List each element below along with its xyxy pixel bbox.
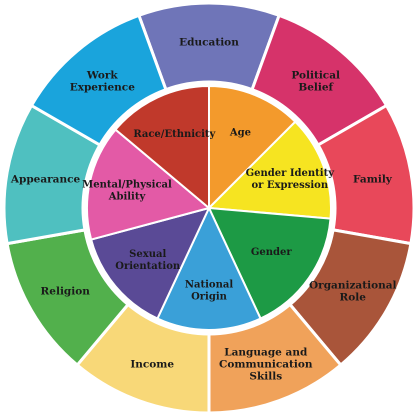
inner-segment-gender [207, 206, 332, 320]
outer-label-family: Family [353, 174, 393, 186]
outer-label-income: Income [130, 358, 174, 370]
inner-segment-gender-identity-or-expression [206, 120, 332, 220]
inner-segment-sexual-orientation [89, 206, 211, 320]
inner-label-age: Age [229, 128, 251, 139]
inner-label-race-ethnicity: Race/Ethnicity [133, 129, 216, 140]
inner-segment-age [208, 84, 297, 211]
inner-segment-race-ethnicity [114, 84, 210, 211]
outer-label-education: Education [179, 37, 239, 49]
outer-label-appearance: Appearance [10, 174, 81, 186]
inner-segment-national-origin [156, 205, 262, 331]
inner-label-gender: Gender [251, 247, 293, 258]
inner-segment-mental-physical-ability [86, 128, 212, 241]
outer-label-religion: Religion [41, 286, 91, 298]
ring-separator [83, 82, 335, 334]
